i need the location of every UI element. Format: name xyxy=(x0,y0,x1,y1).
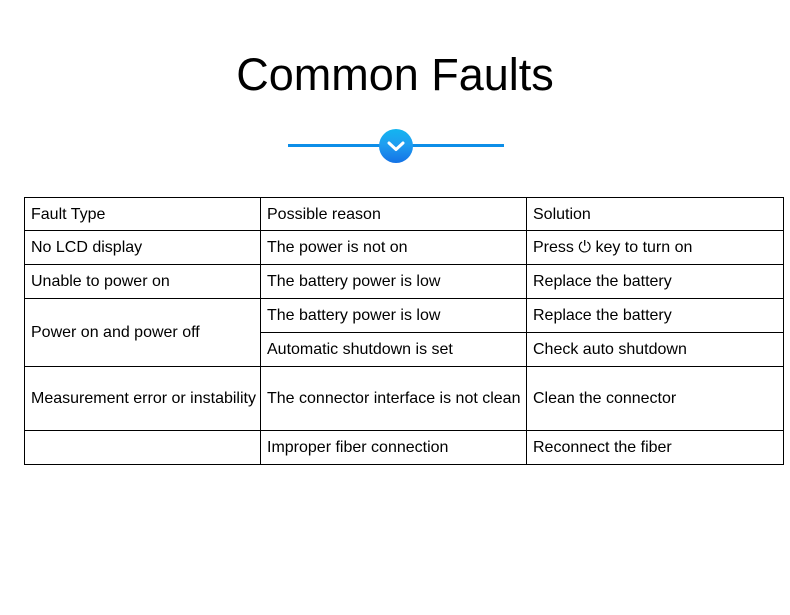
cell-solution: Replace the battery xyxy=(526,298,784,333)
cell-solution: Check auto shutdown xyxy=(526,332,784,367)
table-header-row: Fault Type Possible reason Solution xyxy=(24,197,784,231)
common-faults-table: Fault Type Possible reason Solution No L… xyxy=(24,197,784,465)
column-header-possible-reason: Possible reason xyxy=(260,197,527,231)
title-divider xyxy=(288,129,504,163)
cell-reason: Improper fiber connection xyxy=(260,430,527,465)
cell-reason: The battery power is low xyxy=(260,298,527,333)
cell-reason: Automatic shutdown is set xyxy=(260,332,527,367)
cell-solution: Clean the connector xyxy=(526,366,784,431)
table-row: Automatic shutdown is set Check auto shu… xyxy=(25,332,784,367)
table-row: Power on and power off The battery power… xyxy=(24,298,784,367)
cell-fault-type-merged: Power on and power off xyxy=(24,298,261,367)
cell-fault-type: No LCD display xyxy=(24,230,261,265)
column-header-solution: Solution xyxy=(526,197,784,231)
chevron-down-icon xyxy=(387,140,405,152)
page-title: Common Faults xyxy=(236,49,554,100)
cell-solution: Replace the battery xyxy=(526,264,784,299)
divider-badge xyxy=(379,129,413,163)
cell-fault-type: Measurement error or instability xyxy=(24,366,261,431)
cell-fault-type: Unable to power on xyxy=(24,264,261,299)
table-row: No LCD display The power is not on Press… xyxy=(24,230,784,265)
column-header-fault-type: Fault Type xyxy=(24,197,261,231)
cell-reason: The connector interface is not clean xyxy=(260,366,527,431)
cell-reason: The battery power is low xyxy=(260,264,527,299)
table-row: Measurement error or instability The con… xyxy=(24,366,784,431)
cell-reason: The power is not on xyxy=(260,230,527,265)
table-row: Unable to power on The battery power is … xyxy=(24,264,784,299)
cell-solution: Press ⏻ key to turn on xyxy=(526,230,784,265)
cell-solution: Reconnect the fiber xyxy=(526,430,784,465)
cell-fault-type-empty xyxy=(24,430,261,465)
table-row: Improper fiber connection Reconnect the … xyxy=(24,430,784,465)
